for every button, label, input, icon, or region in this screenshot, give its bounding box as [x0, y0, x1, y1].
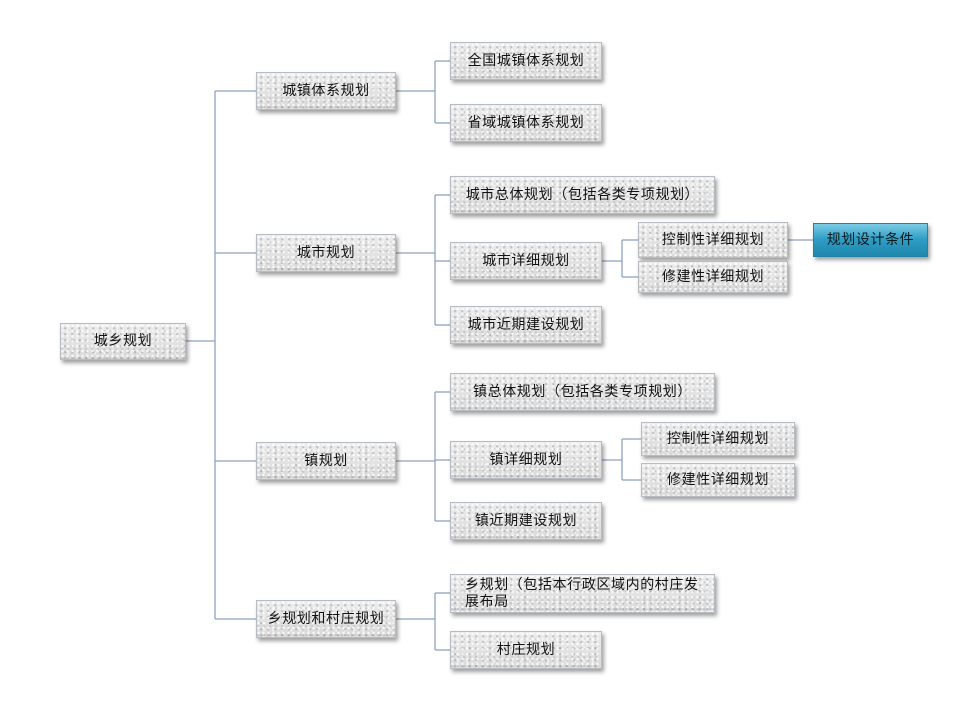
node-city-detailed-planning: 城市详细规划	[450, 242, 602, 280]
node-planning-design-conditions: 规划设计条件	[813, 223, 928, 257]
node-urban-system-planning: 城镇体系规划	[256, 72, 396, 110]
node-town-constructive-detailed-planning: 修建性详细规划	[641, 463, 795, 497]
node-city-regulatory-detailed-planning: 控制性详细规划	[638, 222, 788, 258]
node-township-and-village-planning: 乡规划和村庄规划	[256, 600, 396, 638]
node-urban-rural-planning: 城乡规划	[60, 323, 186, 360]
node-town-regulatory-detailed-planning: 控制性详细规划	[641, 422, 795, 456]
node-city-planning: 城市规划	[256, 234, 396, 272]
node-village-planning: 村庄规划	[450, 631, 602, 669]
node-national-urban-system-planning: 全国城镇体系规划	[450, 42, 602, 80]
node-town-detailed-planning: 镇详细规划	[450, 441, 602, 479]
node-city-constructive-detailed-planning: 修建性详细规划	[638, 261, 788, 293]
node-township-planning: 乡规划（包括本行政区域内的村庄发展布局	[450, 574, 715, 613]
node-town-near-term-construction-planning: 镇近期建设规划	[450, 502, 602, 540]
node-city-master-planning: 城市总体规划（包括各类专项规划）	[450, 176, 715, 214]
node-provincial-urban-system-planning: 省域城镇体系规划	[450, 104, 602, 142]
node-city-near-term-construction-planning: 城市近期建设规划	[450, 306, 602, 344]
node-town-master-planning: 镇总体规划（包括各类专项规划）	[450, 373, 715, 411]
node-town-planning: 镇规划	[256, 442, 396, 480]
